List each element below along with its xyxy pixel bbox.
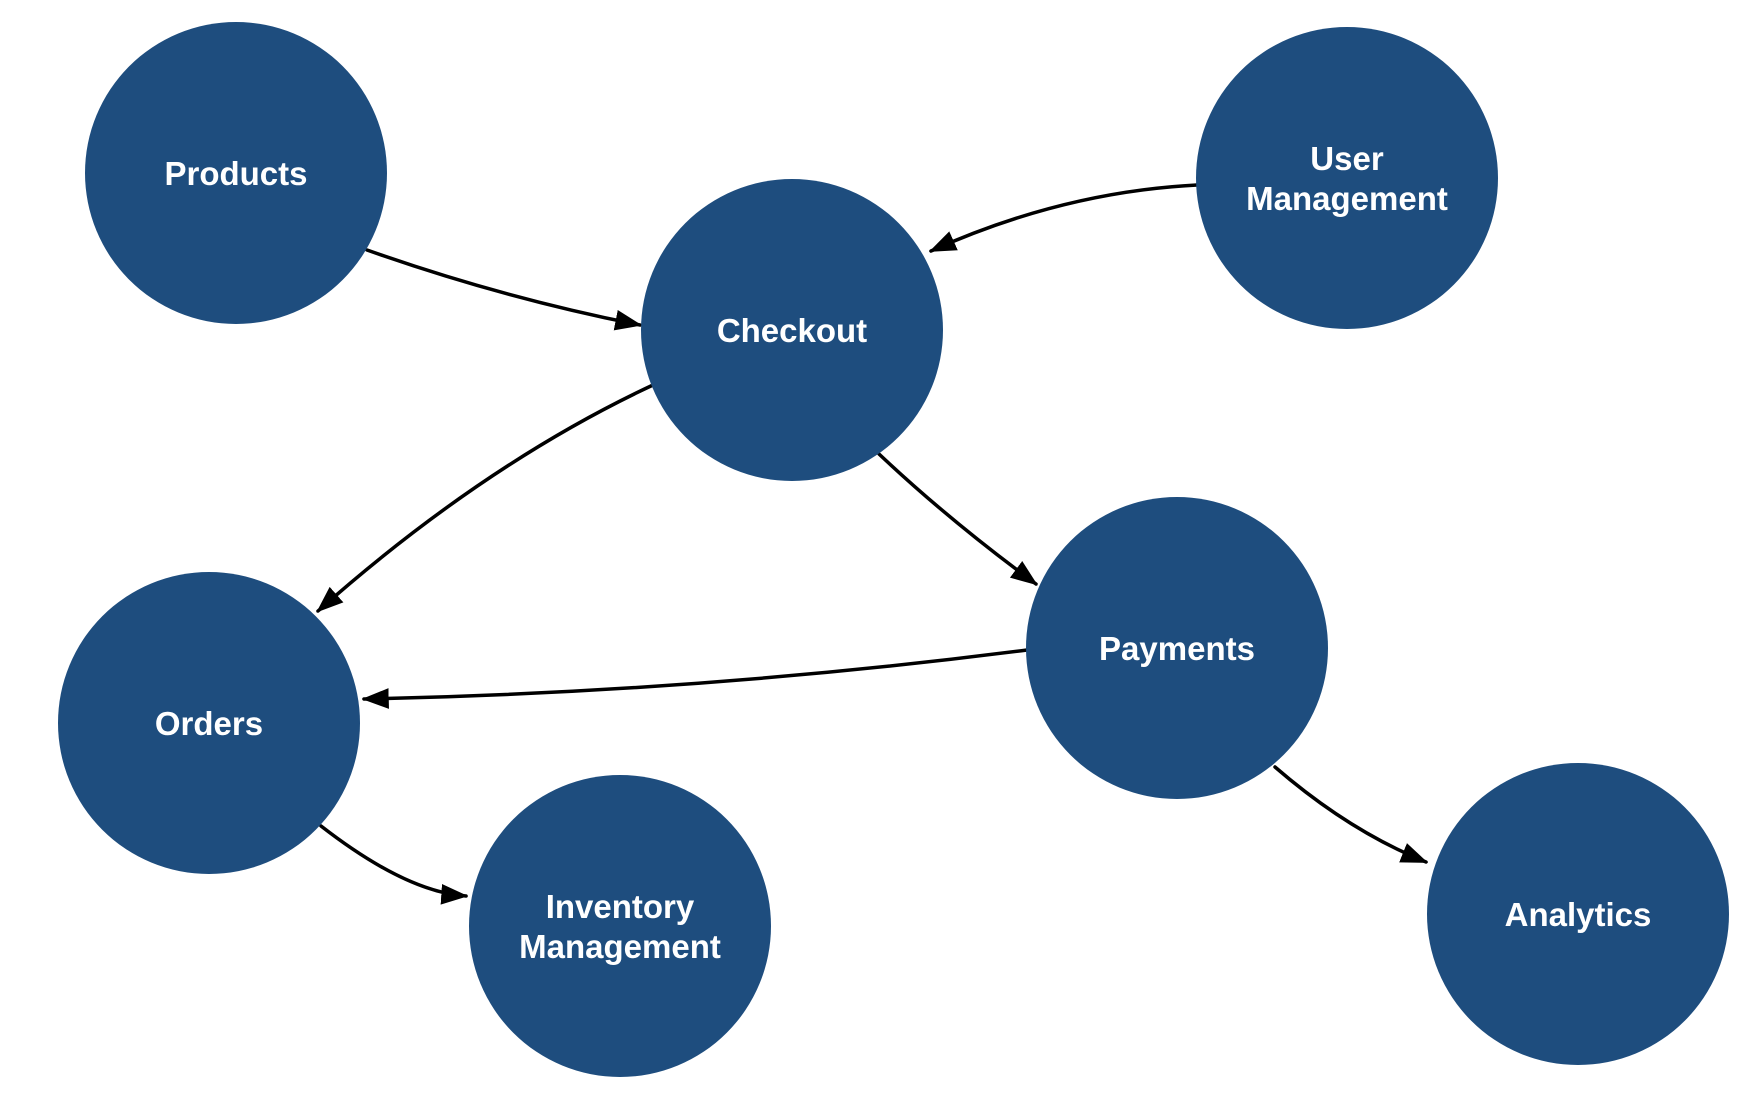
node-inventory-management-circle <box>469 775 771 1077</box>
edge-orders-to-inventory-management <box>319 824 469 905</box>
node-orders-circle <box>58 572 360 874</box>
node-user-management-circle <box>1196 27 1498 329</box>
node-checkout-circle <box>641 179 943 481</box>
node-analytics: Analytics <box>1427 763 1729 1065</box>
node-analytics-circle <box>1427 763 1729 1065</box>
edges-layer <box>316 183 1429 905</box>
node-orders: Orders <box>58 572 360 874</box>
edge-checkout-to-orders <box>316 383 655 613</box>
edge-payments-to-orders <box>361 648 1029 709</box>
node-checkout: Checkout <box>641 179 943 481</box>
node-payments: Payments <box>1026 497 1328 799</box>
edge-products-to-checkout <box>365 248 643 331</box>
node-products-circle <box>85 22 387 324</box>
edge-user-management-to-checkout <box>928 183 1199 253</box>
node-payments-circle <box>1026 497 1328 799</box>
edge-checkout-to-payments <box>877 452 1038 586</box>
edge-payments-to-analytics <box>1273 765 1429 864</box>
node-products: Products <box>85 22 387 324</box>
